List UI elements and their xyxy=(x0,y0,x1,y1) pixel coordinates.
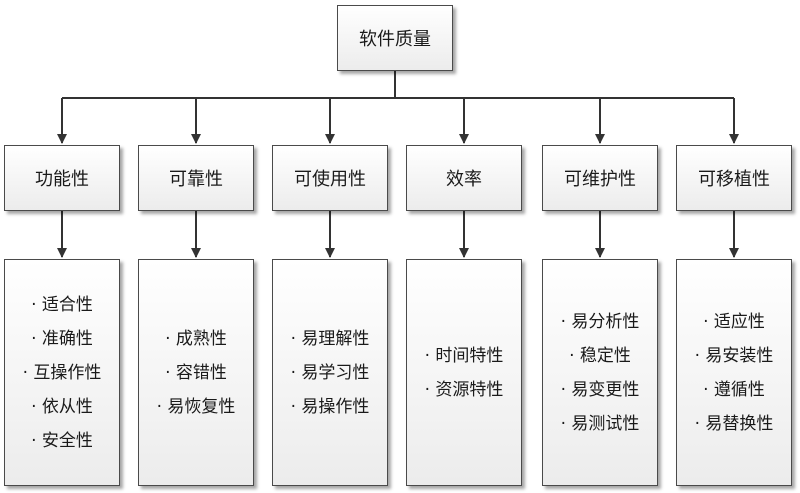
attribute-item: 时间特性 xyxy=(425,345,503,367)
attribute-item: 易测试性 xyxy=(561,413,639,435)
attribute-list-reliability: 成熟性 容错性 易恢复性 xyxy=(138,259,254,486)
attribute-item: 适合性 xyxy=(31,294,93,316)
attribute-item: 易替换性 xyxy=(695,413,773,435)
attribute-list-portability: 适应性 易安装性 遵循性 易替换性 xyxy=(676,259,792,486)
attribute-list-functionality: 适合性 准确性 互操作性 依从性 安全性 xyxy=(4,259,120,486)
root-label: 软件质量 xyxy=(359,29,431,50)
attribute-list-efficiency: 时间特性 资源特性 xyxy=(406,259,522,486)
attribute-item: 易理解性 xyxy=(291,328,369,350)
attribute-item: 易分析性 xyxy=(561,311,639,333)
category-label: 效率 xyxy=(446,169,482,190)
attribute-item: 易操作性 xyxy=(291,396,369,418)
category-label: 可维护性 xyxy=(564,169,636,190)
attribute-item: 稳定性 xyxy=(569,345,631,367)
category-node-efficiency: 效率 xyxy=(406,145,522,211)
attribute-item: 资源特性 xyxy=(425,379,503,401)
attribute-item: 适应性 xyxy=(703,311,765,333)
category-label: 可使用性 xyxy=(294,169,366,190)
attribute-item: 成熟性 xyxy=(165,328,227,350)
attribute-item: 互操作性 xyxy=(23,362,101,384)
attribute-list-usability: 易理解性 易学习性 易操作性 xyxy=(272,259,388,486)
category-label: 可移植性 xyxy=(698,169,770,190)
attribute-item: 易学习性 xyxy=(291,362,369,384)
attribute-item: 安全性 xyxy=(31,430,93,452)
category-node-functionality: 功能性 xyxy=(4,145,120,211)
attribute-item: 准确性 xyxy=(31,328,93,350)
category-node-reliability: 可靠性 xyxy=(138,145,254,211)
attribute-item: 易安装性 xyxy=(695,345,773,367)
category-node-portability: 可移植性 xyxy=(676,145,792,211)
attribute-item: 易变更性 xyxy=(561,379,639,401)
attribute-item: 容错性 xyxy=(165,362,227,384)
attribute-list-maintainability: 易分析性 稳定性 易变更性 易测试性 xyxy=(542,259,658,486)
attribute-item: 易恢复性 xyxy=(157,396,235,418)
root-node: 软件质量 xyxy=(337,5,453,71)
attribute-item: 遵循性 xyxy=(703,379,765,401)
category-label: 功能性 xyxy=(35,169,89,190)
category-node-usability: 可使用性 xyxy=(272,145,388,211)
category-label: 可靠性 xyxy=(169,169,223,190)
attribute-item: 依从性 xyxy=(31,396,93,418)
category-node-maintainability: 可维护性 xyxy=(542,145,658,211)
